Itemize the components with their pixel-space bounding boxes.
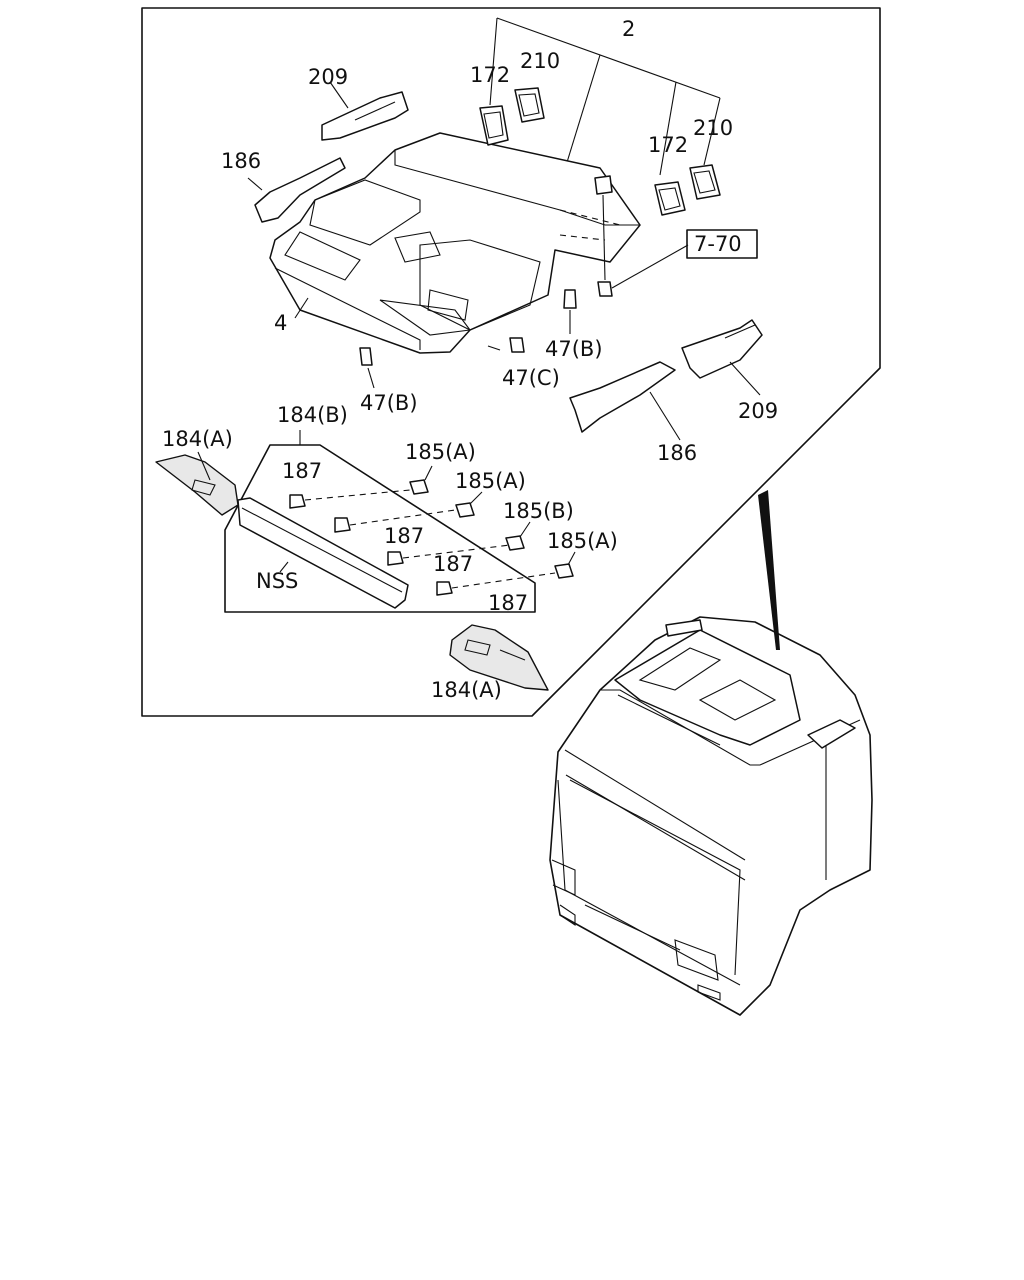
trim-184a-left <box>155 454 239 516</box>
vent-210-right <box>689 164 721 200</box>
label-210-left: 210 <box>520 49 560 73</box>
trim-186-left <box>254 157 346 223</box>
label-185a-2: 185(A) <box>455 469 526 493</box>
label-210-right: 210 <box>693 116 733 140</box>
trim-209-right <box>681 319 763 379</box>
label-4: 4 <box>274 311 287 335</box>
label-47b-center: 47(B) <box>545 337 603 361</box>
ref-box-7-70 <box>686 229 758 259</box>
label-209-right: 209 <box>738 399 778 423</box>
label-187-1: 187 <box>282 459 322 483</box>
screw-187-3 <box>387 544 511 566</box>
fastener-47b-center <box>563 289 577 334</box>
nss-box <box>224 444 536 613</box>
fastener-47c <box>487 337 525 353</box>
vent-210-left <box>514 87 545 123</box>
label-209-left: 209 <box>308 65 348 89</box>
label-172-right: 172 <box>648 133 688 157</box>
trim-strip-nss <box>237 497 409 609</box>
trim-186-right <box>569 361 676 433</box>
fastener-47b-left <box>359 347 375 389</box>
label-nss: NSS <box>256 569 298 593</box>
clip-185a-2 <box>455 502 475 518</box>
label-185b: 185(B) <box>503 499 574 523</box>
clip-185b <box>505 535 525 551</box>
label-184a-bottom: 184(A) <box>431 678 502 702</box>
clip-185a-3 <box>554 563 574 579</box>
label-187-4: 187 <box>488 591 528 615</box>
label-47b-left: 47(B) <box>360 391 418 415</box>
diagram-frame <box>141 7 881 717</box>
screw-187-4 <box>436 572 556 596</box>
label-186-right: 186 <box>657 441 697 465</box>
vent-172-right <box>654 181 686 216</box>
screw-187-1 <box>289 489 411 509</box>
clip-part <box>594 175 613 195</box>
label-172-left: 172 <box>470 63 510 87</box>
label-7-70: 7-70 <box>694 232 742 256</box>
clip-185a-1 <box>409 479 429 495</box>
label-185a-1: 185(A) <box>405 440 476 464</box>
vent-172-left <box>479 105 509 146</box>
screw-187-2 <box>334 509 456 533</box>
label-187-2: 187 <box>384 524 424 548</box>
label-185a-3: 185(A) <box>547 529 618 553</box>
label-2: 2 <box>622 17 635 41</box>
label-184b: 184(B) <box>277 403 348 427</box>
pointer-arrow <box>758 490 780 650</box>
truck-cab <box>549 616 873 1016</box>
label-186-left: 186 <box>221 149 261 173</box>
headliner-panel <box>269 132 641 354</box>
label-47c: 47(C) <box>502 366 560 390</box>
label-184a-left: 184(A) <box>162 427 233 451</box>
label-187-3: 187 <box>433 552 473 576</box>
